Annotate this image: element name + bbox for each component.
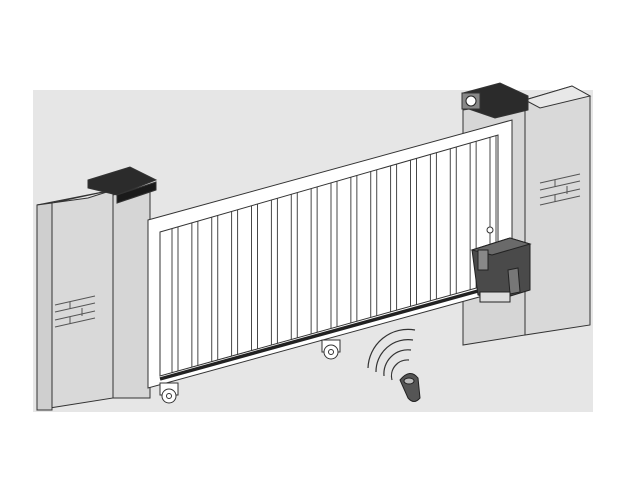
gate-lock-icon [486,226,494,234]
left-pillar-cap [87,166,158,196]
left-pillar [36,166,158,411]
photocell-icon [461,92,481,110]
gate-motor [470,237,532,303]
gate-track [159,289,479,381]
sliding-gate [147,119,513,389]
brick-pattern-icon [539,173,581,206]
signal-waves-icon [367,328,416,381]
gate-wheel [159,382,179,404]
remote-control-icon [399,373,421,402]
gate-wheel [321,339,341,360]
brick-pattern-icon [54,295,96,328]
gate-bars [171,135,497,373]
